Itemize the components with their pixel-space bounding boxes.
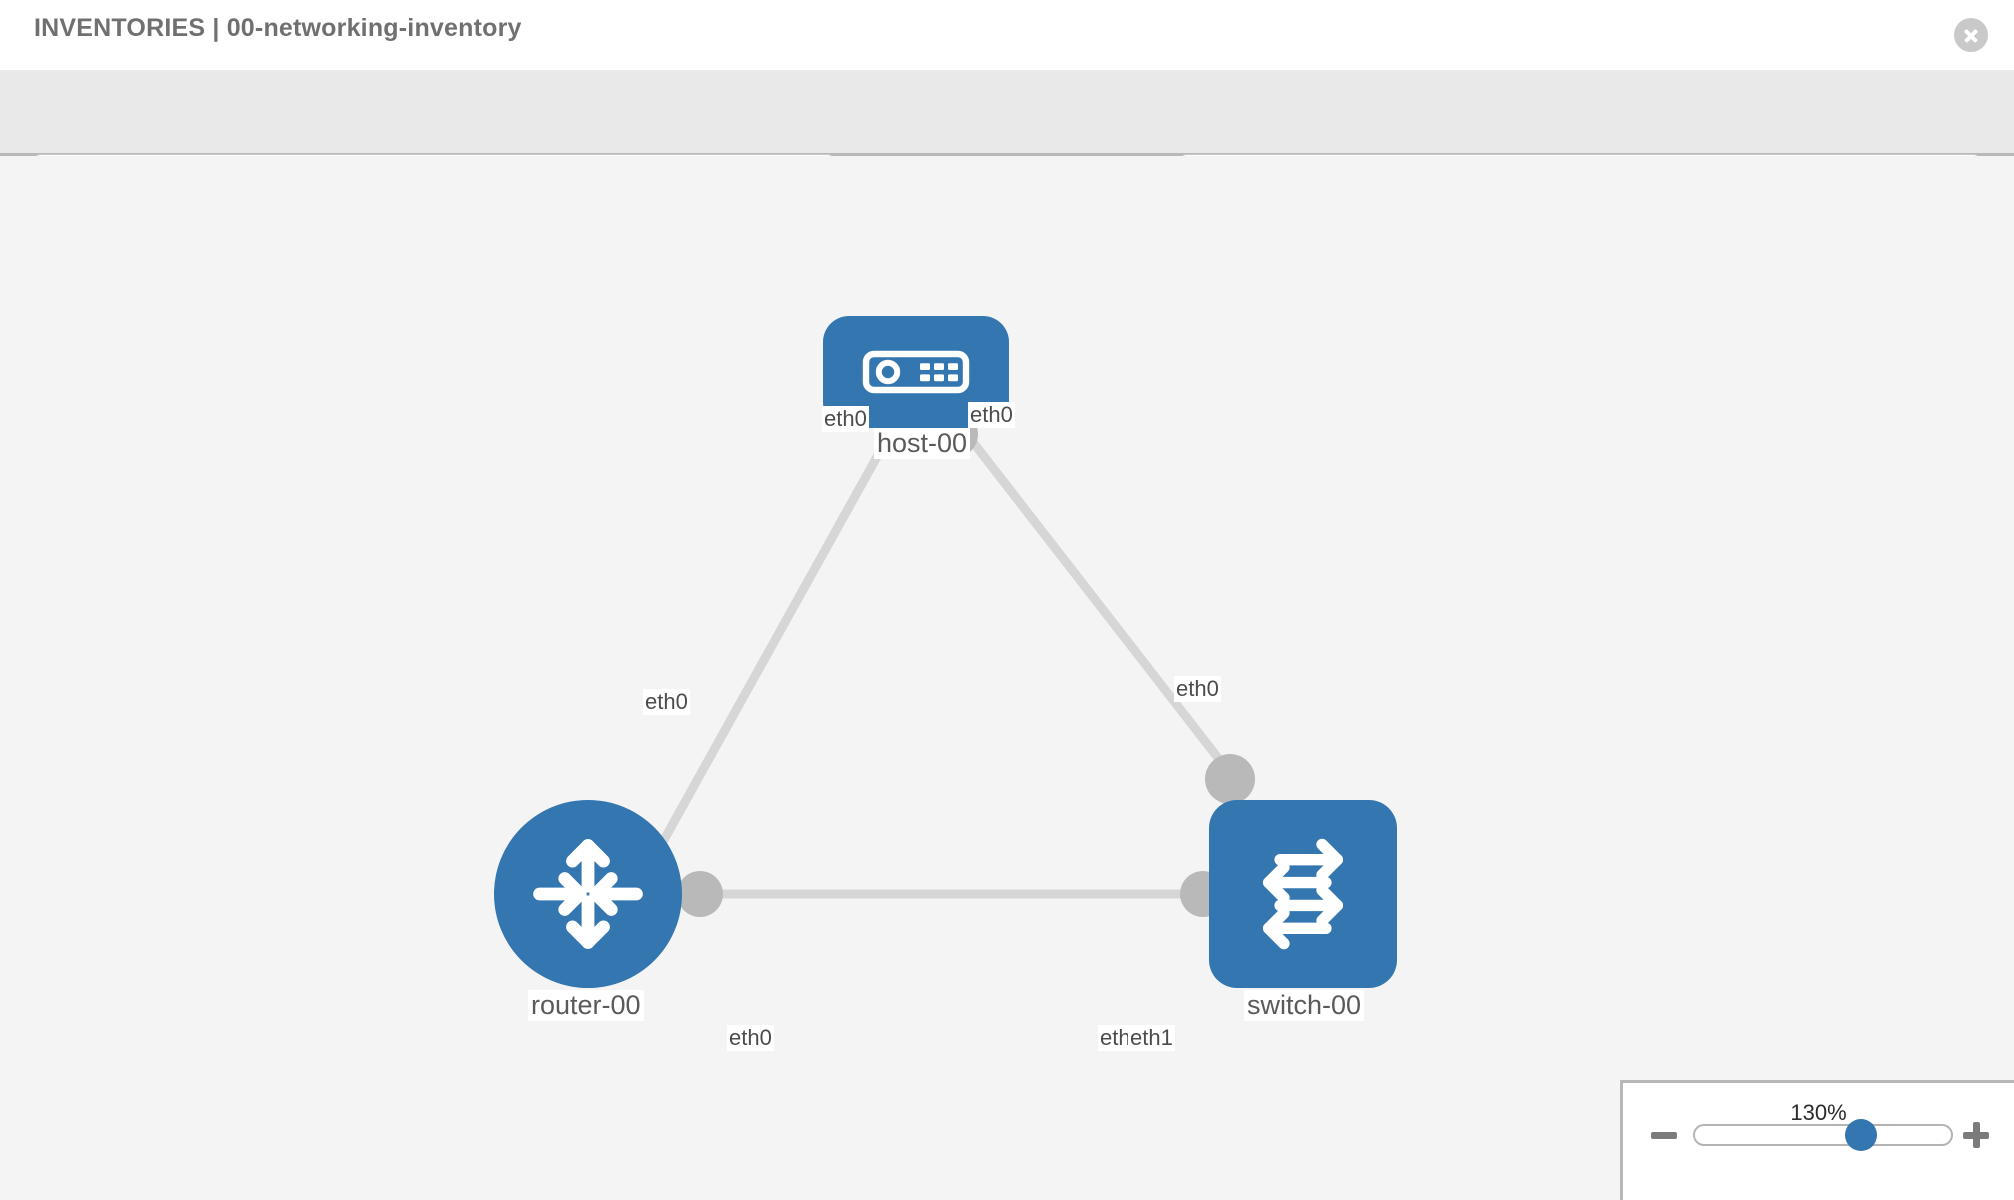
page-title: INVENTORIES | 00-networking-inventory — [34, 14, 522, 42]
node-label-switch-00: switch-00 — [1244, 990, 1365, 1021]
nub-switch-north — [1205, 754, 1255, 804]
zoom-slider-thumb[interactable] — [1845, 1119, 1878, 1151]
link-host-switch — [957, 423, 1237, 781]
edge-label-switch-up: eth0 — [1174, 676, 1221, 702]
switch-arrows-icon — [1262, 838, 1344, 950]
router-node-shape[interactable] — [494, 800, 682, 988]
server-icon — [862, 350, 970, 394]
node-label-router-00: router-00 — [528, 990, 644, 1021]
zoom-level-value: 130% — [1790, 1100, 1847, 1125]
edge-label-switch-left-overlap: eth — [1098, 1025, 1133, 1051]
edge-label-router-up: eth0 — [643, 689, 690, 715]
node-label-host-00: host-00 — [874, 428, 971, 459]
toolbar: ACTIONS SEARCH — [0, 70, 2014, 206]
zoom-panel: 130% — [1620, 1080, 2014, 1200]
topology-canvas[interactable]: host-00 router-00 — [0, 156, 2014, 1200]
switch-node-shape[interactable] — [1209, 800, 1397, 988]
close-icon[interactable] — [1954, 18, 1988, 52]
router-arrows-icon — [533, 839, 643, 949]
edge-label-router-right: eth0 — [727, 1025, 774, 1051]
window-header: INVENTORIES | 00-networking-inventory — [0, 0, 2014, 70]
edge-label-host-left: eth0 — [822, 406, 869, 432]
nub-router-east — [677, 871, 723, 917]
zoom-out-button[interactable] — [1651, 1132, 1677, 1139]
edge-label-switch-left: eth1 — [1128, 1025, 1175, 1051]
zoom-slider[interactable] — [1693, 1119, 1953, 1151]
link-host-router — [650, 423, 898, 861]
edge-label-host-right: eth0 — [968, 402, 1015, 428]
topology-links — [650, 423, 1237, 899]
zoom-in-button[interactable] — [1963, 1122, 1989, 1148]
